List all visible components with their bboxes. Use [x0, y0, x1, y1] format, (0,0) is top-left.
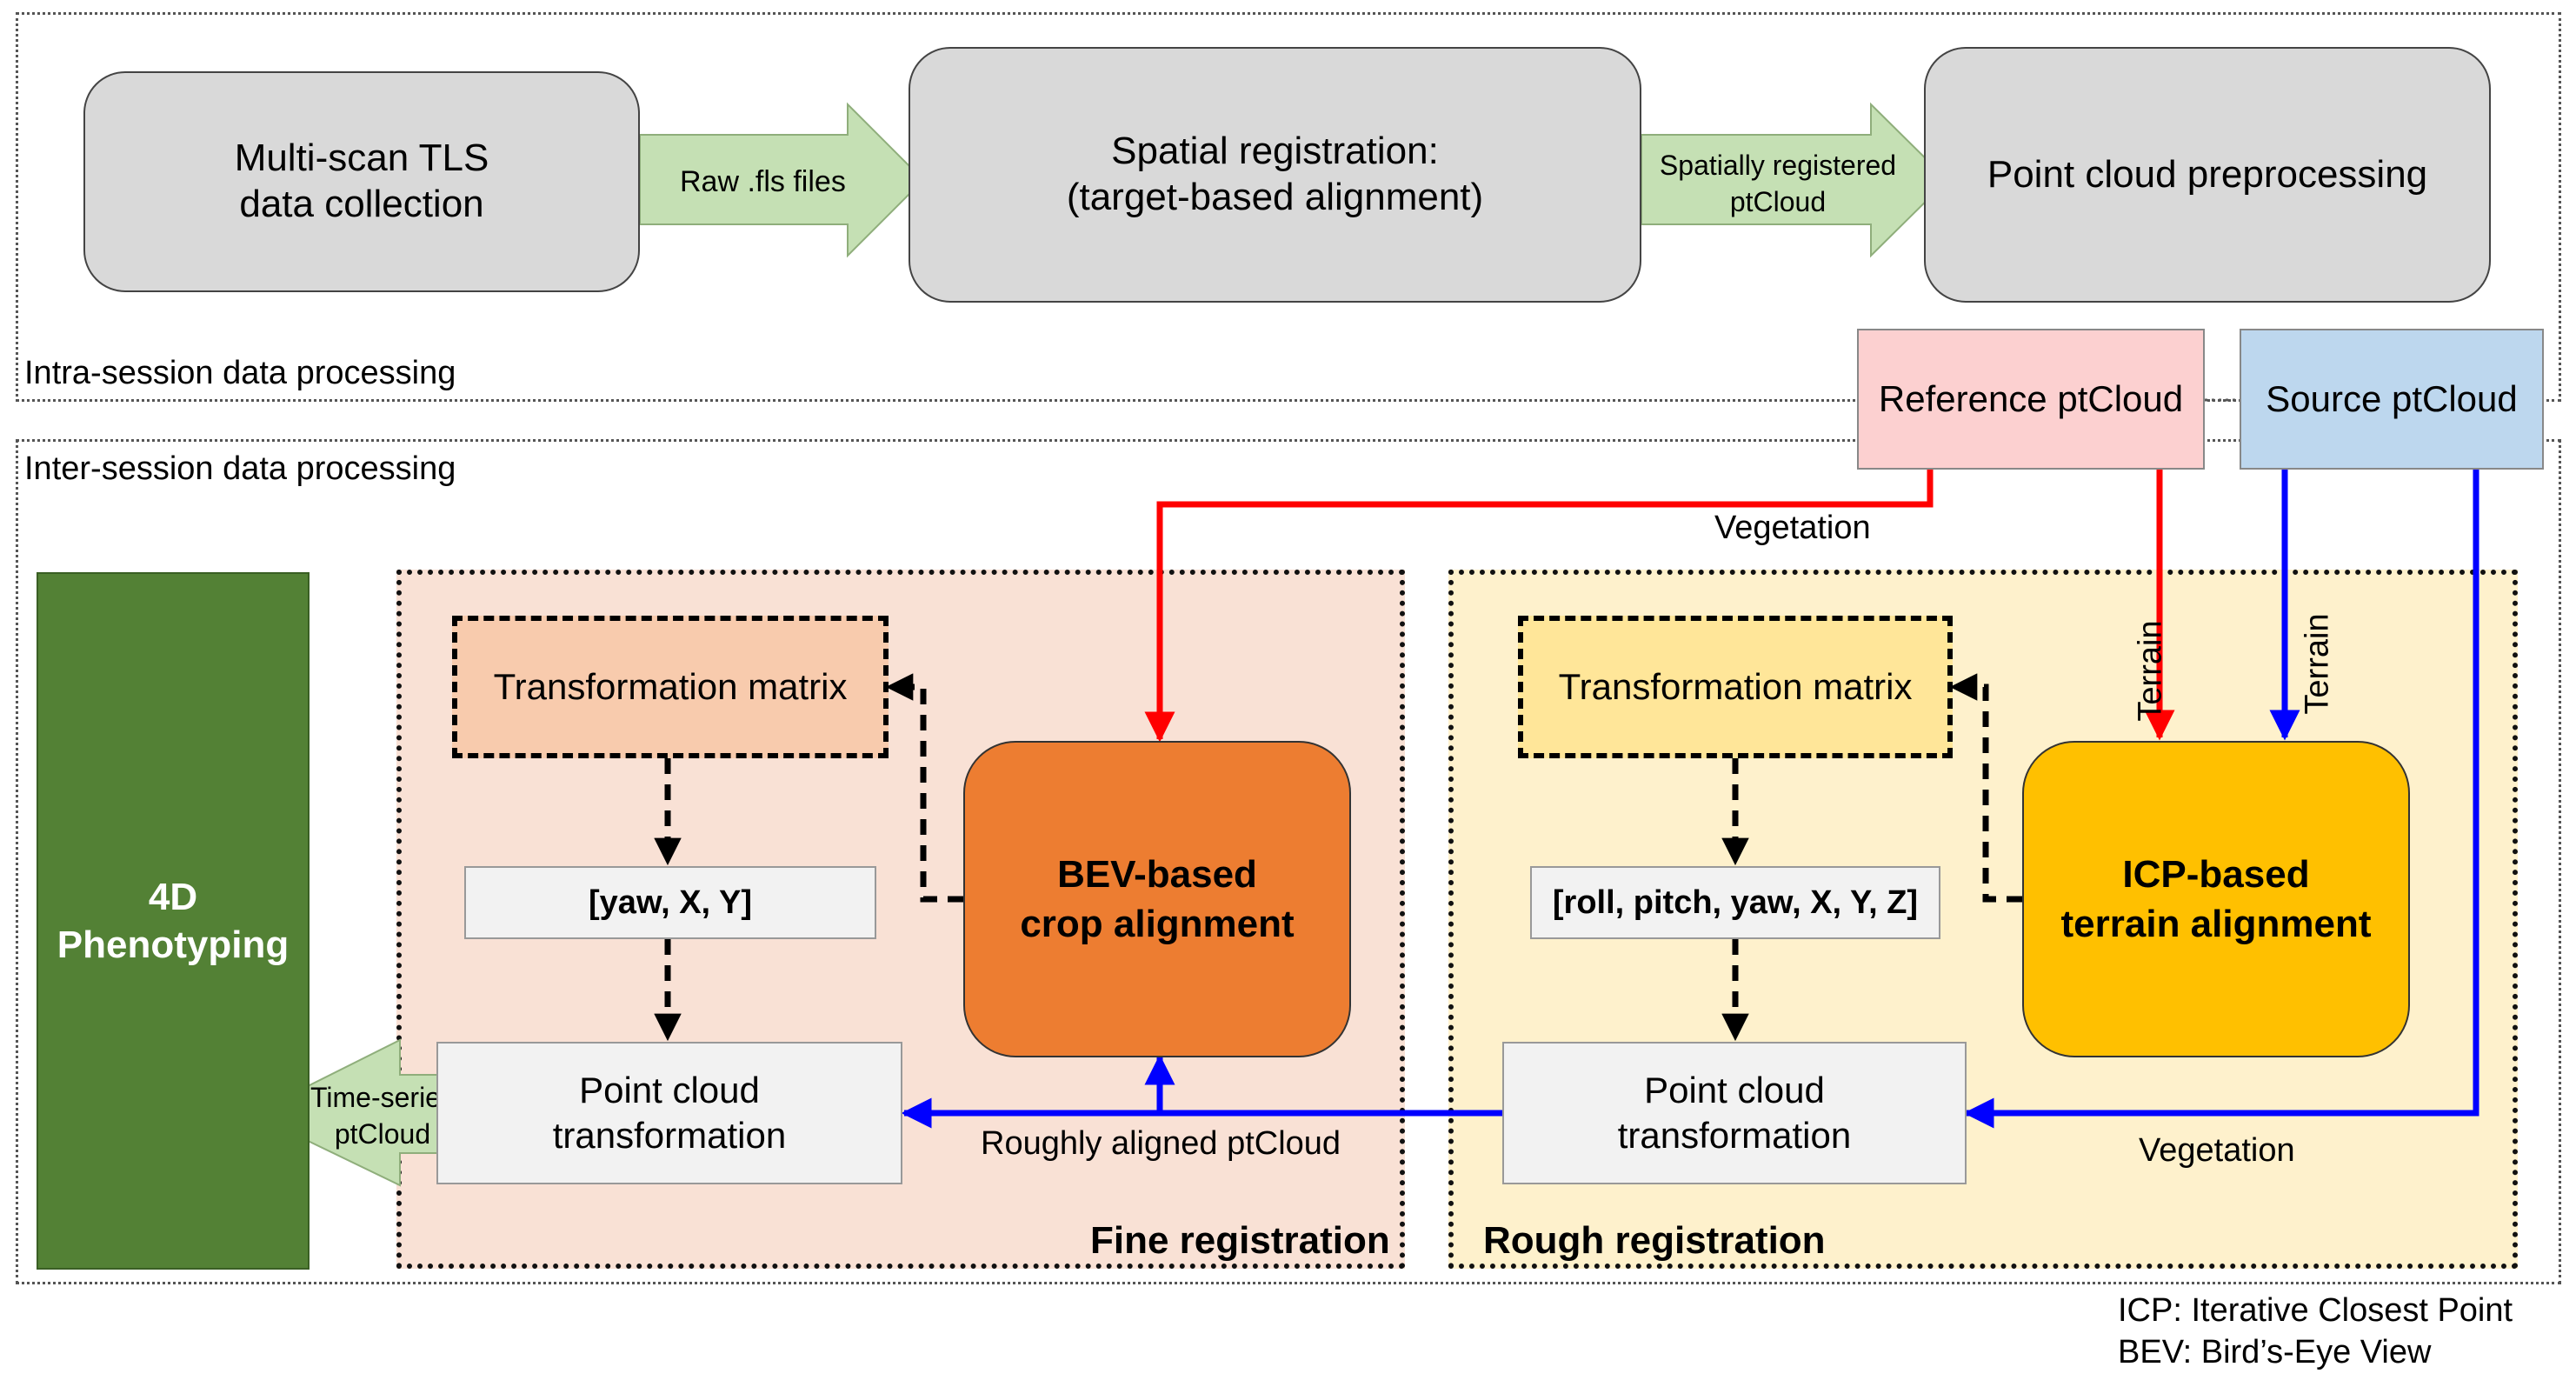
fine-parameter-vector: [yaw, X, Y] — [464, 866, 876, 939]
fine-point-cloud-transformation: Point cloud transformation — [436, 1042, 902, 1184]
intra-session-region — [16, 12, 2561, 402]
roughly-aligned-label: Roughly aligned ptCloud — [981, 1125, 1341, 1162]
source-vegetation-edge — [1963, 470, 2479, 1129]
spatial-registration-step: Spatial registration: (target-based alig… — [909, 47, 1641, 303]
rough-transformation-matrix: Transformation matrix — [1518, 616, 1953, 758]
tls-data-collection-step: Multi-scan TLS data collection — [83, 71, 640, 292]
time-series-label: Time-series ptCloud — [310, 1082, 455, 1150]
fine-transformation-matrix: Transformation matrix — [452, 616, 889, 758]
icp-terrain-alignment: ICP-based terrain alignment — [2022, 741, 2410, 1057]
inter-session-label: Inter-session data processing — [24, 450, 456, 487]
legend-bev: BEV: Bird’s-Eye View — [2118, 1334, 2432, 1370]
bev-crop-alignment: BEV-based crop alignment — [963, 741, 1351, 1057]
rough-parameter-vector: [roll, pitch, yaw, X, Y, Z] — [1530, 866, 1940, 939]
intra-session-label: Intra-session data processing — [24, 355, 456, 391]
point-cloud-preprocessing-step: Point cloud preprocessing — [1924, 47, 2491, 303]
terrain-reference-label: Terrain — [2132, 620, 2169, 722]
raw-files-block-arrow — [639, 102, 925, 258]
raw-files-label: Raw .fls files — [680, 165, 846, 198]
reference-vegetation-edge — [1144, 470, 1934, 743]
rough-point-cloud-transformation: Point cloud transformation — [1502, 1042, 1967, 1184]
rough-registration-title: Rough registration — [1483, 1219, 1826, 1262]
legend-icp: ICP: Iterative Closest Point — [2118, 1292, 2513, 1329]
fine-bev-to-matrix-edge — [885, 673, 963, 903]
vegetation-bottom-label: Vegetation — [2139, 1132, 2295, 1169]
source-ptcloud-box: Source ptCloud — [2240, 329, 2544, 470]
phenotyping-box: 4D Phenotyping — [37, 572, 310, 1270]
registered-ptcloud-label: Spatially registered ptCloud — [1659, 150, 1897, 217]
rough-icp-to-matrix-edge — [1949, 673, 2022, 903]
reference-ptcloud-box: Reference ptCloud — [1857, 329, 2205, 470]
inter-session-region — [16, 439, 2561, 1284]
registered-ptcloud-block-arrow — [1641, 102, 1949, 258]
terrain-source-label: Terrain — [2299, 613, 2336, 715]
fine-registration-title: Fine registration — [1090, 1219, 1390, 1262]
vegetation-top-label: Vegetation — [1714, 510, 1871, 546]
